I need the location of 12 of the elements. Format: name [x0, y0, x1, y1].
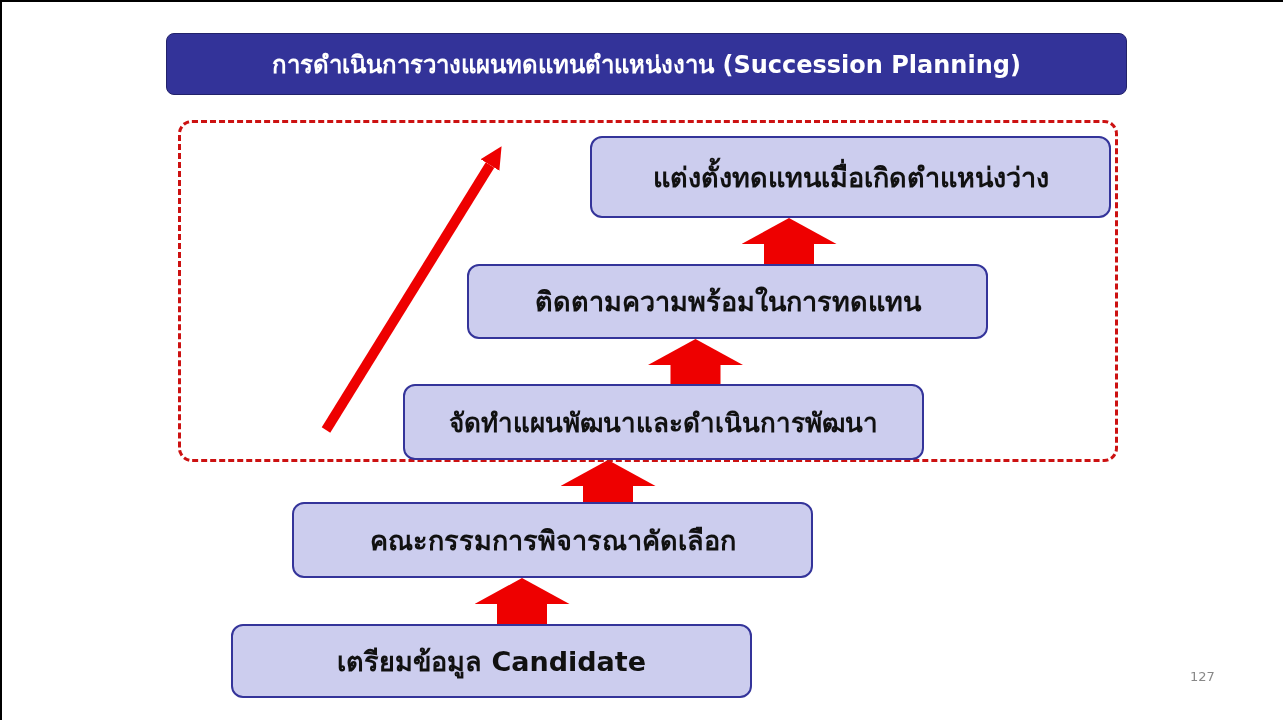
process-box: จัดทำแผนพัฒนาและดำเนินการพัฒนา	[403, 384, 924, 460]
process-box: แต่งตั้งทดแทนเมื่อเกิดตำแหน่งว่าง	[590, 136, 1111, 218]
block-arrow	[560, 460, 656, 502]
block-arrow	[474, 578, 570, 624]
process-box: คณะกรรมการพิจารณาคัดเลือก	[292, 502, 813, 578]
dashed-group-frame	[178, 120, 1118, 462]
block-arrow	[741, 218, 837, 264]
title-banner: การดำเนินการวางแผนทดแทนตำแหน่งงาน (Succession Planning)	[166, 33, 1127, 95]
process-box: ติดตามความพร้อมในการทดแทน	[467, 264, 988, 339]
page-number: 127	[1190, 669, 1215, 684]
block-arrow	[648, 339, 743, 384]
process-box: เตรียมข้อมูล Candidate	[231, 624, 752, 698]
